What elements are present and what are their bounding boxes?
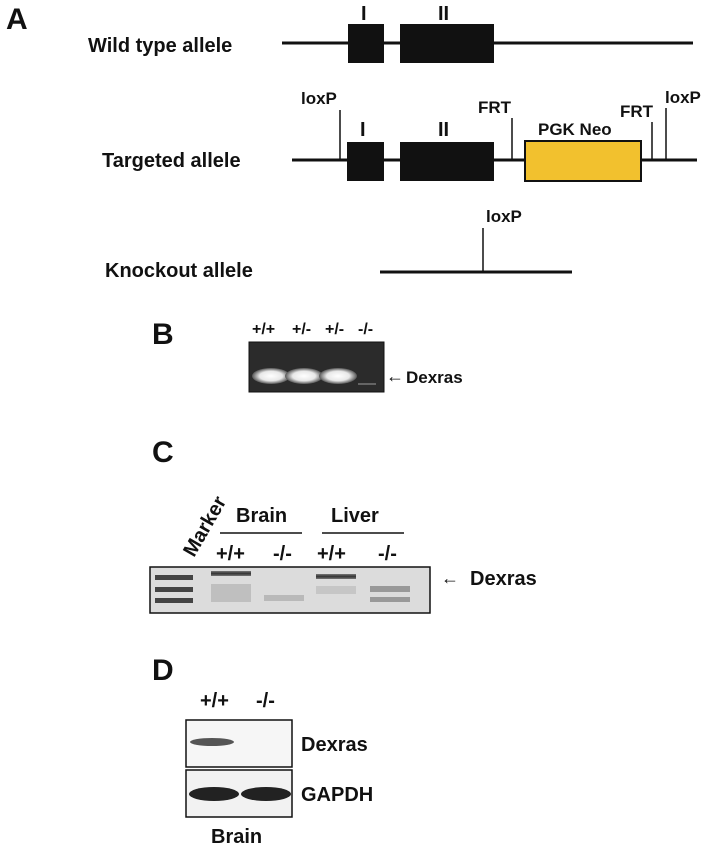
knockout-allele-label: Knockout allele bbox=[105, 260, 253, 282]
b-lane-label-4: -/- bbox=[358, 321, 373, 338]
c-marker-band-2 bbox=[155, 587, 193, 592]
b-lane-label-1: +/+ bbox=[252, 321, 275, 338]
wt-exon-1-label: I bbox=[361, 3, 367, 25]
c-marker-band-1 bbox=[155, 575, 193, 580]
c-group-brain: Brain bbox=[236, 505, 287, 527]
panel-label-a: A bbox=[6, 3, 28, 36]
targeted-allele-label: Targeted allele bbox=[102, 150, 241, 172]
c-smear-liver-ko-2 bbox=[370, 597, 410, 602]
tg-exon-2-label: II bbox=[438, 119, 449, 141]
pgk-neo-cassette bbox=[524, 140, 642, 182]
wt-exon-1 bbox=[348, 24, 384, 63]
d-band-dexras-wt bbox=[190, 738, 234, 746]
c-lane-label-3: +/+ bbox=[317, 543, 346, 565]
d-tissue-label: Brain bbox=[211, 826, 262, 848]
d-row-label-dexras: Dexras bbox=[301, 734, 368, 756]
c-arrow: ← bbox=[441, 568, 459, 588]
c-lane-label-4: -/- bbox=[378, 543, 397, 565]
ko-loxp-label: loxP bbox=[486, 207, 522, 226]
c-lane-label-2: -/- bbox=[273, 543, 292, 565]
b-lane-label-2: +/- bbox=[292, 321, 311, 338]
panel-label-c: C bbox=[152, 436, 174, 469]
b-band-2 bbox=[285, 368, 323, 384]
frt-label-2: FRT bbox=[620, 102, 654, 121]
tg-exon-1-label: I bbox=[360, 119, 366, 141]
d-lane-label-1: +/+ bbox=[200, 690, 229, 712]
d-band-gapdh-wt bbox=[189, 787, 239, 801]
d-row-label-gapdh: GAPDH bbox=[301, 784, 373, 806]
wild-type-allele-label: Wild type allele bbox=[88, 35, 232, 57]
c-marker-band-3 bbox=[155, 598, 193, 603]
b-lane-label-3: +/- bbox=[325, 321, 344, 338]
c-smear-brain-ko bbox=[264, 595, 304, 601]
c-group-liver: Liver bbox=[331, 505, 379, 527]
c-smear-liver-wt bbox=[316, 586, 356, 594]
loxp-label-1: loxP bbox=[301, 89, 337, 108]
pgk-neo-label: PGK Neo bbox=[538, 120, 612, 139]
frt-label-1: FRT bbox=[478, 98, 512, 117]
c-smear-liver-ko-1 bbox=[370, 586, 410, 592]
wt-exon-2 bbox=[400, 24, 494, 63]
d-lane-label-2: -/- bbox=[256, 690, 275, 712]
c-band-liver-wt bbox=[316, 574, 356, 579]
b-arrow: ← bbox=[386, 366, 404, 386]
b-band-3 bbox=[319, 368, 357, 384]
d-band-gapdh-ko bbox=[241, 787, 291, 801]
c-lane-label-1: +/+ bbox=[216, 543, 245, 565]
c-smear-brain-wt bbox=[211, 584, 251, 602]
tg-exon-1 bbox=[347, 142, 384, 181]
wt-exon-2-label: II bbox=[438, 3, 449, 25]
panel-label-d: D bbox=[152, 654, 174, 687]
tg-exon-2 bbox=[400, 142, 494, 181]
panel-label-b: B bbox=[152, 318, 174, 351]
c-band-brain-wt bbox=[211, 571, 251, 576]
c-band-label: Dexras bbox=[470, 568, 537, 590]
loxp-label-2: loxP bbox=[665, 88, 701, 107]
b-band-label: Dexras bbox=[406, 368, 463, 387]
b-band-1 bbox=[252, 368, 290, 384]
